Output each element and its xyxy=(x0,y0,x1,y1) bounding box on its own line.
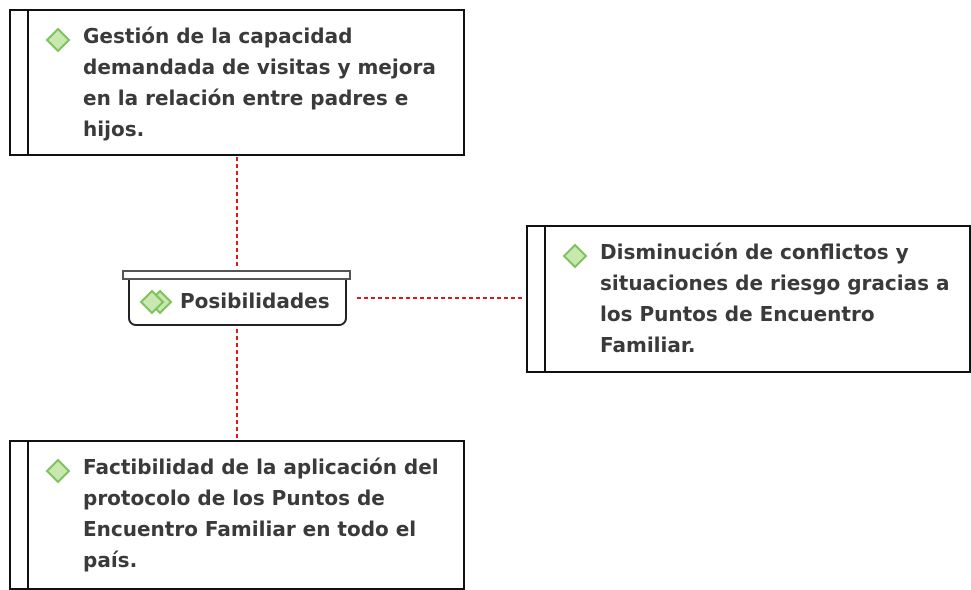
topic-node-bottom[interactable]: Factibilidad de la aplicación del protoc… xyxy=(9,440,465,590)
topic-label-bottom: Factibilidad de la aplicación del protoc… xyxy=(83,455,439,572)
diamond-icon xyxy=(45,458,71,484)
central-node[interactable]: Posibilidades xyxy=(122,270,351,328)
central-node-header-bar xyxy=(122,270,351,280)
double-diamond-icon xyxy=(139,289,173,315)
diamond-icon xyxy=(45,27,71,53)
topic-node-right[interactable]: Disminución de conflictos y situaciones … xyxy=(526,225,971,373)
topic-label-top: Gestión de la capacidad demandada de vis… xyxy=(83,24,436,141)
topic-label-right: Disminución de conflictos y situaciones … xyxy=(600,240,950,357)
diamond-icon xyxy=(562,243,588,269)
central-node-label: Posibilidades xyxy=(180,289,330,313)
central-node-box[interactable]: Posibilidades xyxy=(128,280,347,326)
topic-node-top[interactable]: Gestión de la capacidad demandada de vis… xyxy=(9,9,465,156)
